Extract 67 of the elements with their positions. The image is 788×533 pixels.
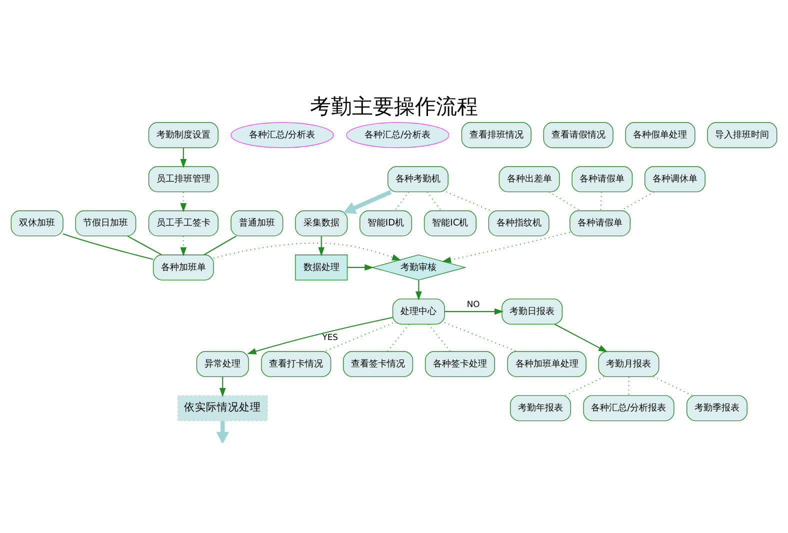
node-box: 查看打卡情况 bbox=[261, 350, 332, 377]
node-box: 数据处理 bbox=[295, 254, 348, 280]
node-box: 处理中心 bbox=[392, 298, 445, 324]
node-box: 采集数据 bbox=[295, 210, 348, 236]
arrow bbox=[416, 280, 422, 300]
node-box: 各种考勤机 bbox=[388, 166, 448, 192]
arrow bbox=[318, 236, 325, 256]
node-box: 节假日加班 bbox=[75, 210, 136, 236]
connector bbox=[548, 190, 581, 211]
node-ellipse: 各种汇总/分析表 bbox=[346, 122, 450, 148]
node-box: 考勤年报表 bbox=[510, 394, 571, 421]
node-box: 普通加班 bbox=[230, 210, 284, 236]
arrow bbox=[180, 147, 187, 168]
node-box: 各种加班单处理 bbox=[507, 350, 586, 377]
node-box: 各种加班单 bbox=[152, 254, 214, 280]
arrow bbox=[214, 242, 402, 260]
connector bbox=[564, 376, 604, 396]
arrow bbox=[442, 231, 570, 262]
node-box: 考勤季报表 bbox=[686, 394, 748, 421]
connector bbox=[428, 324, 451, 352]
arrow bbox=[444, 308, 504, 314]
node-box: 各种指纹机 bbox=[488, 210, 550, 236]
arrow bbox=[554, 323, 608, 352]
connector bbox=[62, 232, 154, 260]
connector bbox=[426, 191, 442, 210]
node-box: 依实际情况处理 bbox=[177, 394, 268, 421]
arrow bbox=[247, 316, 393, 354]
arrow bbox=[219, 376, 226, 397]
node-box: 导入排班时间 bbox=[707, 122, 778, 148]
connector bbox=[387, 324, 410, 352]
node-box: 查看排班情况 bbox=[461, 122, 532, 148]
node-box: 考勤制度设置 bbox=[148, 122, 218, 148]
node-box: 智能IC机 bbox=[424, 210, 476, 236]
diagram-title: 考勤主要操作流程 bbox=[310, 94, 478, 118]
node-box: 各种调休单 bbox=[644, 166, 706, 192]
node-box: 各种签卡处理 bbox=[424, 350, 495, 377]
edge-label: NO bbox=[466, 298, 480, 309]
arrow bbox=[180, 192, 187, 212]
arrow bbox=[343, 190, 392, 214]
connector bbox=[394, 191, 410, 210]
node-box: 考勤月报表 bbox=[598, 350, 660, 377]
node-box: 异常处理 bbox=[196, 350, 249, 377]
arrow bbox=[216, 420, 230, 442]
connector bbox=[600, 192, 602, 210]
arrow bbox=[180, 236, 187, 256]
connector bbox=[127, 235, 162, 255]
node-box: 查看签卡情况 bbox=[343, 350, 414, 377]
node-box: 智能ID机 bbox=[360, 210, 412, 236]
arrow bbox=[347, 264, 374, 270]
node-box: 员工排班管理 bbox=[148, 166, 218, 192]
connector bbox=[620, 190, 654, 211]
node-box: 双休加班 bbox=[10, 210, 64, 236]
node-box: 各种汇总/分析报表 bbox=[583, 394, 674, 421]
connector bbox=[444, 322, 518, 352]
node-box: 查看请假情况 bbox=[543, 122, 614, 148]
node-ellipse: 各种汇总/分析表 bbox=[230, 122, 334, 148]
node-box: 各种请假单 bbox=[572, 166, 633, 192]
node-box: 员工手工签卡 bbox=[148, 210, 218, 236]
connector bbox=[653, 376, 693, 396]
connector bbox=[324, 322, 393, 352]
node-box: 各种假单处理 bbox=[625, 122, 696, 148]
connector bbox=[446, 190, 491, 211]
node-box: 各种出差单 bbox=[498, 166, 560, 192]
node-box: 考勤日报表 bbox=[502, 298, 563, 324]
node-box: 各种请假单 bbox=[570, 210, 630, 236]
edge-label: YES bbox=[322, 331, 338, 342]
connector bbox=[204, 235, 237, 255]
